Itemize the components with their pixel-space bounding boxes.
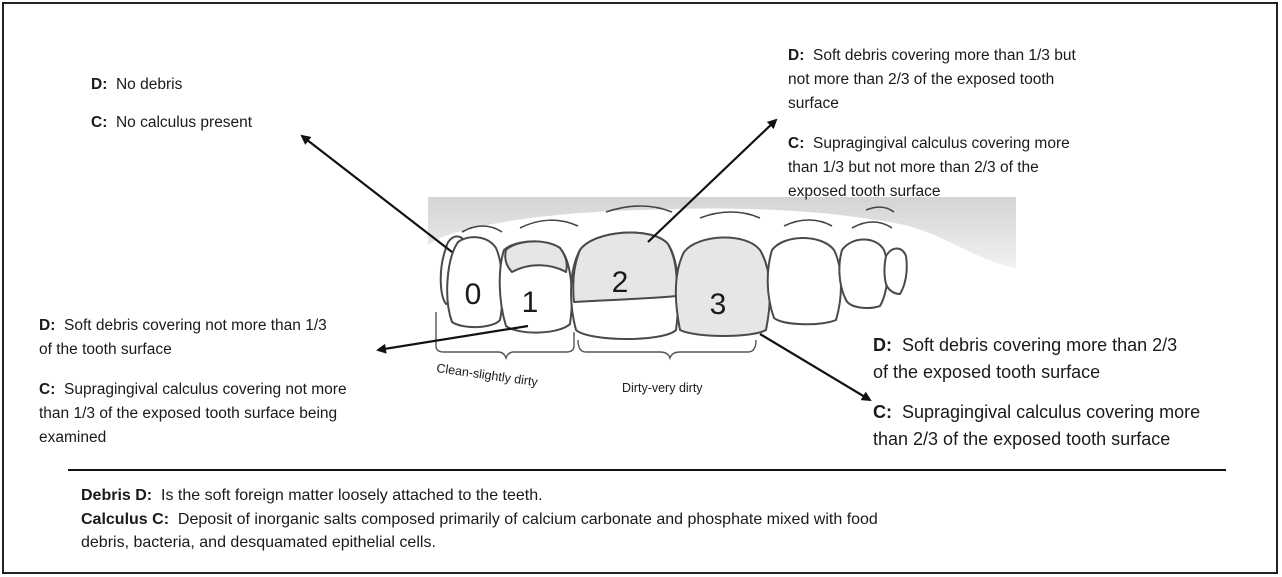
arrow-score3 bbox=[760, 334, 870, 400]
arrow-score2 bbox=[648, 120, 776, 242]
teeth bbox=[441, 233, 907, 339]
label-score0-debris: D: No debris bbox=[91, 73, 182, 97]
tooth-3 bbox=[676, 237, 770, 336]
bracket-dirty bbox=[578, 340, 756, 358]
tooth-right-2 bbox=[839, 240, 887, 309]
arrow-score0 bbox=[302, 136, 452, 252]
label-score1-calculus: C: Supragingival calculus covering not m… bbox=[39, 378, 347, 450]
label-score0-calculus: C: No calculus present bbox=[91, 111, 252, 135]
bracket-label-clean: Clean-slightly dirty bbox=[436, 361, 540, 389]
label-score2-debris: D: Soft debris covering more than 1/3 bu… bbox=[788, 44, 1076, 116]
tooth-right-3 bbox=[885, 249, 907, 295]
tooth-right-1 bbox=[768, 238, 841, 324]
label-score3-calculus: C: Supragingival calculus covering more … bbox=[873, 399, 1200, 453]
definition-calculus: Calculus C: Deposit of inorganic salts c… bbox=[81, 508, 878, 554]
separator-rule bbox=[68, 469, 1226, 471]
tooth-score-1: 1 bbox=[522, 286, 539, 319]
tooth-score-3: 3 bbox=[710, 288, 727, 321]
label-score1-debris: D: Soft debris covering not more than 1/… bbox=[39, 314, 327, 362]
tooth-score-0: 0 bbox=[465, 278, 482, 311]
label-score3-debris: D: Soft debris covering more than 2/3 of… bbox=[873, 332, 1177, 386]
tooth-score-2: 2 bbox=[612, 266, 629, 299]
bracket-label-dirty: Dirty-very dirty bbox=[622, 381, 703, 395]
label-score2-calculus: C: Supragingival calculus covering more … bbox=[788, 132, 1070, 204]
arrow-score1 bbox=[378, 326, 528, 350]
definition-debris: Debris D: Is the soft foreign matter loo… bbox=[81, 484, 543, 507]
